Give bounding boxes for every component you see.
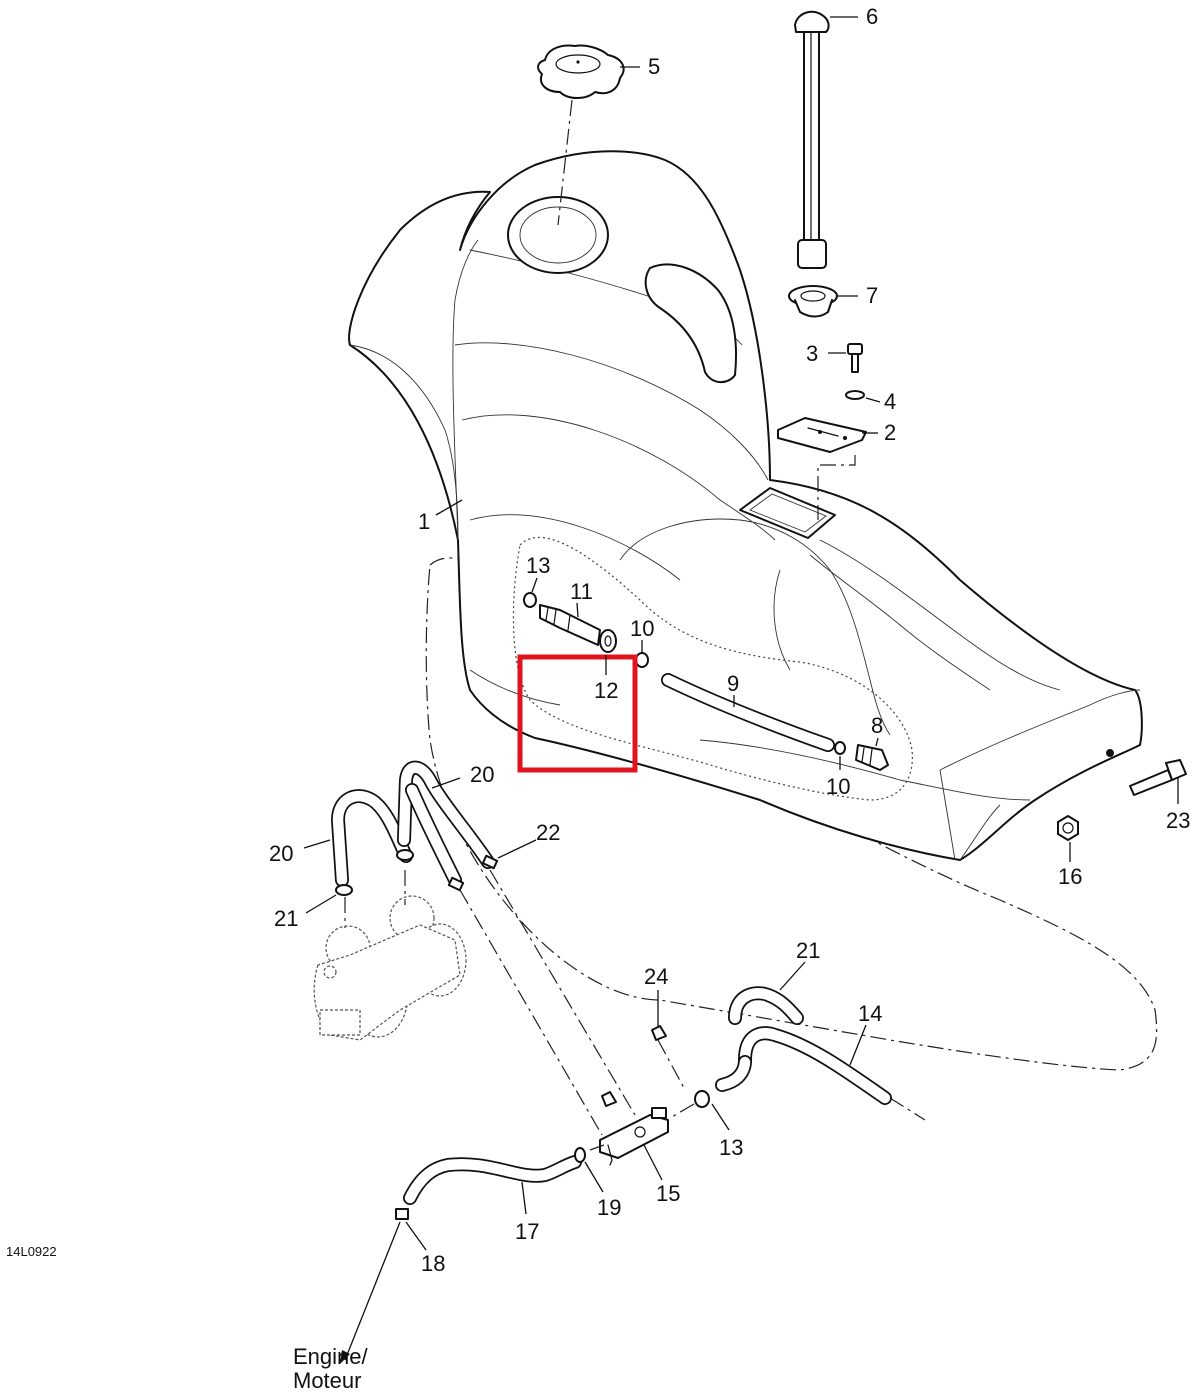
fuel-valve[interactable]: [599, 1107, 669, 1166]
cover-plate[interactable]: [777, 417, 867, 453]
tank-bolt[interactable]: [1129, 759, 1187, 796]
engine-note-line2: Moteur: [293, 1368, 361, 1393]
mounting-screw[interactable]: [847, 343, 863, 373]
callout-2: 2: [884, 420, 896, 445]
callout-6: 6: [866, 4, 878, 29]
valve-clip-24[interactable]: [651, 1025, 667, 1041]
vent-hose[interactable]: [661, 673, 835, 752]
callout-20-top: 20: [470, 762, 494, 787]
hose-tie-22[interactable]: [481, 854, 499, 870]
callout-13-bottom: 13: [719, 1135, 743, 1160]
callout-12: 12: [594, 678, 618, 703]
hose-clamp-10-bottom[interactable]: [834, 741, 846, 755]
callout-17: 17: [515, 1219, 539, 1244]
callout-7: 7: [866, 283, 878, 308]
fuel-outlet-fitting[interactable]: [539, 604, 601, 646]
hose-clamp-19[interactable]: [574, 1147, 586, 1163]
hose-clamp-18[interactable]: [395, 1208, 409, 1220]
callout-21-right: 21: [796, 938, 820, 963]
callout-1: 1: [418, 509, 430, 534]
callout-21-left: 21: [274, 906, 298, 931]
callout-5: 5: [648, 54, 660, 79]
engine-note-line1: Engine/: [293, 1344, 369, 1369]
callout-14: 14: [858, 1001, 882, 1026]
washer[interactable]: [845, 390, 865, 400]
hose-clamp-21-left[interactable]: [335, 884, 353, 896]
vent-fitting[interactable]: [855, 744, 889, 771]
callout-8: 8: [871, 713, 883, 738]
callout-10-bottom: 10: [826, 774, 850, 799]
callout-10-top: 10: [630, 616, 654, 641]
callout-15: 15: [656, 1181, 680, 1206]
highlight-box-part-12: [517, 654, 638, 773]
hose-elbow-21[interactable]: [728, 986, 804, 1025]
callout-11: 11: [570, 579, 593, 604]
callout-16: 16: [1058, 864, 1082, 889]
callout-19: 19: [597, 1195, 621, 1220]
callout-20-left: 20: [269, 841, 293, 866]
fuel-gauge-grommet[interactable]: [788, 285, 838, 318]
callout-24: 24: [644, 964, 668, 989]
callout-23: 23: [1166, 808, 1190, 833]
hose-clamp-21-right[interactable]: [396, 849, 414, 861]
fuel-cap[interactable]: [537, 44, 625, 99]
callout-13-top: 13: [526, 553, 550, 578]
engine-direction-arrow: [340, 1350, 350, 1364]
callout-22: 22: [536, 820, 560, 845]
fuel-hose-left[interactable]: [331, 789, 413, 887]
callout-18: 18: [421, 1251, 445, 1276]
fuel-hose-17[interactable]: [403, 1155, 582, 1205]
callout-4: 4: [884, 389, 896, 414]
tank-nut[interactable]: [1057, 815, 1079, 841]
fuel-gauge-sender[interactable]: [794, 10, 830, 269]
fuel-tank-filler-opening: [507, 196, 609, 274]
fitting-grommet[interactable]: [599, 629, 617, 653]
fuel-tank[interactable]: [348, 150, 1143, 861]
callout-labels: 5 6 7 3 4 2 1 13 11 10 12 9 8 10 23 16 2…: [269, 4, 1190, 1276]
hose-clamp-top[interactable]: [523, 592, 537, 608]
fuel-hose-right[interactable]: [397, 760, 495, 887]
hose-clamp-bottom[interactable]: [694, 1090, 710, 1108]
callout-9: 9: [727, 671, 739, 696]
drawing-code: 14L0922: [6, 1244, 57, 1259]
group-boundary-tank-fittings: [512, 536, 913, 801]
callout-3: 3: [806, 341, 818, 366]
hose-clamp-10-top[interactable]: [635, 652, 649, 668]
fuel-hose-14[interactable]: [715, 1026, 892, 1105]
carburetor-assembly: [313, 895, 467, 1041]
leader-lines: [303, 16, 1179, 1251]
